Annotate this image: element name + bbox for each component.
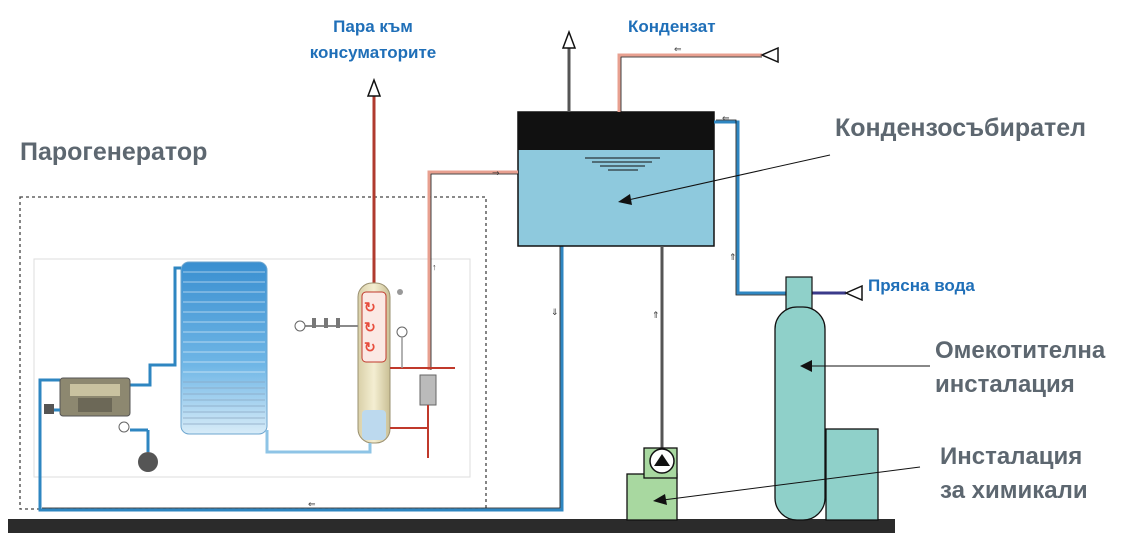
- label-fresh-water: Прясна вода: [868, 276, 975, 295]
- label-condensate: Кондензат: [628, 17, 716, 36]
- svg-text:⇐: ⇐: [722, 113, 730, 123]
- vent-arrow: [561, 29, 577, 49]
- softener-cap: [785, 276, 813, 312]
- pointer-collector: [627, 154, 831, 201]
- label-softener: Омекотителна инсталация: [935, 337, 1106, 398]
- label-steam-to-consumers: Пара към консуматорите: [309, 17, 437, 62]
- svg-text:↑: ↑: [432, 262, 437, 272]
- pointer-chemicals: [662, 466, 921, 501]
- svg-text:⇒: ⇒: [492, 168, 500, 178]
- fresh-water-arrow: [844, 284, 863, 302]
- coil-heat-exchanger: [180, 261, 268, 435]
- svg-text:⇓: ⇓: [551, 307, 559, 317]
- coil-lines: [183, 271, 265, 373]
- tank-top: [518, 112, 714, 150]
- condensate-inlet-arrow: [760, 46, 779, 64]
- svg-text:⇑: ⇑: [652, 310, 660, 320]
- internal-feed-pipe: [38, 378, 60, 450]
- softener-feed-line: [714, 120, 790, 295]
- svg-text:⇑: ⇑: [729, 252, 737, 262]
- brine-tank: [825, 428, 879, 521]
- flow-arrow-return: ⇐: [308, 499, 316, 509]
- softener-cylinder: [774, 306, 826, 521]
- chemical-tank: [626, 473, 678, 521]
- svg-text:⇐: ⇐: [674, 44, 682, 54]
- svg-text:↻: ↻: [364, 319, 376, 335]
- base-floor: [8, 519, 895, 533]
- generator-condensate-line: [427, 170, 518, 370]
- condensate-return-line: [617, 53, 762, 112]
- label-steam-generator: Парогенератор: [20, 138, 208, 166]
- svg-text:↻: ↻: [364, 299, 376, 315]
- return-water-line: [38, 246, 564, 512]
- steam-outlet-arrow: [366, 77, 382, 97]
- label-chemicals: Инсталация за химикали: [940, 443, 1088, 504]
- label-condensate-collector: Кондензосъбирател: [835, 114, 1087, 142]
- svg-text:↻: ↻: [364, 339, 376, 355]
